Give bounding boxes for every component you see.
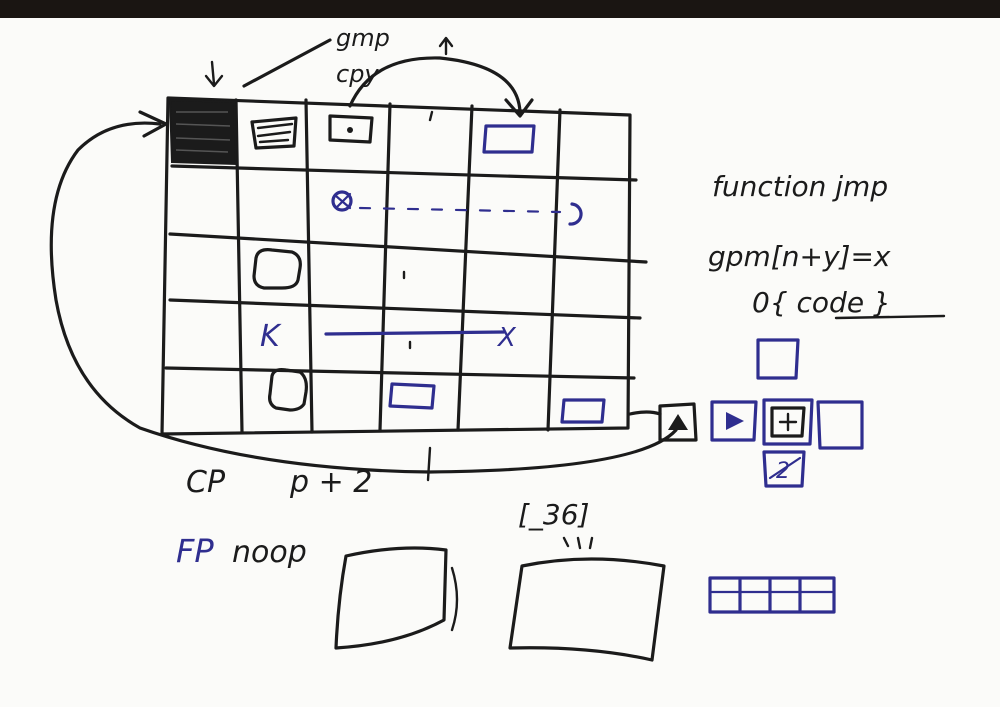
- plus-icon: [778, 412, 798, 432]
- label-p-plus-2: p + 2: [289, 465, 372, 500]
- top-dark-strip: [0, 0, 1000, 18]
- grid-outer-border: [160, 96, 632, 436]
- code-underline: [834, 314, 946, 320]
- small-dot-box: [328, 114, 374, 144]
- blue-segmented-bar: [708, 576, 836, 614]
- blue-box-top: [482, 124, 536, 154]
- memory-grid: [160, 96, 648, 436]
- grid-hline-4: [164, 366, 636, 380]
- blue-plus-cell: [762, 398, 814, 446]
- blue-box-bottom-1: [388, 382, 436, 410]
- stack-cell-top: [756, 338, 800, 380]
- blue-box-bottom-2: [560, 398, 606, 424]
- grid-hline-2: [168, 232, 648, 264]
- grid-hline-3: [168, 298, 642, 320]
- blue-empty-cell: [816, 400, 864, 450]
- bottom-box-1-inner: [450, 566, 459, 632]
- bottom-box-2: [508, 557, 666, 662]
- tick-cp-p2: [426, 446, 432, 482]
- scribbled-box-cell: [250, 116, 298, 150]
- grid-vline-5: [546, 108, 562, 432]
- bracket-ticks: [562, 536, 594, 550]
- blue-k-x-line: [324, 330, 506, 336]
- blue-dotted-route: [331, 190, 583, 226]
- label-cpy: cpy: [336, 60, 379, 88]
- label-gmp: gmp: [336, 24, 390, 52]
- grid-vline-1: [234, 98, 244, 434]
- rounded-box-row5: [268, 368, 308, 412]
- note-function-jmp: function jmp: [712, 170, 888, 203]
- label-fp: FP: [176, 532, 214, 570]
- rounded-box-row3: [252, 248, 302, 290]
- label-cp: CP: [186, 465, 226, 500]
- cpy-arrow-head: [504, 98, 534, 118]
- bottom-box-1: [334, 546, 448, 650]
- label-noop: noop: [232, 535, 307, 570]
- gmp-pointer-stroke: [242, 38, 332, 88]
- tick-mark-a: [428, 110, 434, 122]
- grid-vline-2: [304, 98, 314, 434]
- triangle-up-icon: [668, 414, 688, 430]
- small-up-arrow: [438, 36, 454, 56]
- down-arrow-filled: [204, 60, 224, 88]
- grid-hline-1: [170, 164, 638, 182]
- grid-to-pointer-line: [628, 410, 662, 416]
- stack-2-label: 2: [776, 459, 790, 484]
- grid-vline-3: [378, 102, 392, 432]
- triangle-right-icon: [726, 412, 744, 430]
- note-gpm-assign: gpm[n+y]=x: [708, 240, 891, 273]
- loop-arrow-head: [138, 110, 168, 138]
- blue-play-cell: [710, 400, 758, 442]
- bracket-36-label: [_36]: [518, 498, 589, 531]
- filled-start-cell: [168, 98, 238, 166]
- note-code-block: 0{ code }: [752, 286, 891, 319]
- pointer-cell: [658, 402, 698, 442]
- cpy-arrow: [348, 56, 522, 114]
- grid-k-label: K: [260, 319, 282, 354]
- stack-cell-2: 2: [762, 450, 806, 488]
- grid-vline-4: [456, 104, 474, 432]
- grid-x-label: X: [496, 323, 517, 353]
- loop-arrow-left: [49, 121, 678, 474]
